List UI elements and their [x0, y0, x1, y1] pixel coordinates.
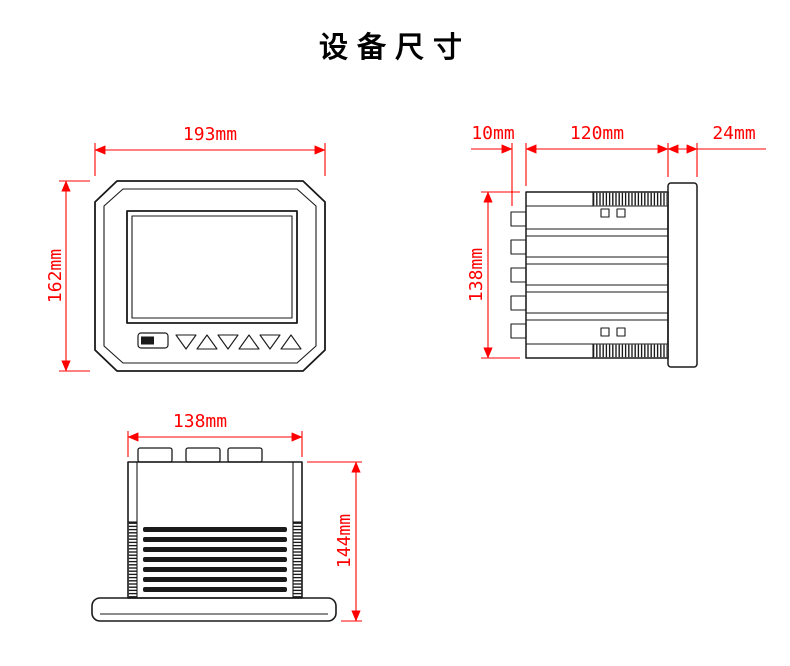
side-terminal	[510, 295, 527, 311]
bottom-side-hatch	[128, 522, 302, 598]
dim-label-bottom-depth: 144mm	[334, 514, 355, 568]
front-button-fill	[141, 336, 154, 345]
front-outer-case	[94, 180, 326, 372]
bottom-connector-tab	[185, 447, 221, 463]
bottom-side-vent	[128, 522, 137, 598]
side-vent-bottom	[593, 344, 667, 358]
front-arrow-button	[238, 334, 260, 350]
front-view	[94, 180, 326, 372]
bottom-vent-bar	[143, 557, 287, 562]
bottom-vent-bar	[143, 577, 287, 582]
dim-label-front-height: 162mm	[45, 249, 66, 303]
side-vent-top	[593, 192, 667, 206]
side-mount-clip	[616, 327, 626, 337]
front-arrow-button	[196, 334, 218, 350]
side-vents	[593, 192, 667, 358]
side-terminal	[510, 323, 527, 339]
bottom-flange	[91, 597, 337, 622]
front-inner-bezel	[103, 188, 317, 364]
front-arrow-button	[175, 334, 197, 350]
dim-label-bottom-width: 138mm	[173, 411, 227, 432]
bottom-connector-tab	[227, 447, 263, 463]
front-power-button	[137, 332, 169, 349]
dim-label-side-body: 120mm	[570, 123, 624, 144]
dim-label-side-height: 138mm	[466, 248, 487, 302]
dimension-labels: 193mm 162mm 10mm 120mm 24mm 138mm 138mm …	[45, 123, 756, 568]
side-terminal	[510, 267, 527, 283]
bottom-view	[91, 447, 337, 622]
front-power-led	[141, 336, 154, 345]
side-view	[510, 182, 698, 368]
bottom-vent-bar	[143, 587, 287, 592]
side-terminal	[510, 239, 527, 255]
side-mount-clip	[600, 208, 610, 218]
page-title: 设备尺寸	[318, 30, 471, 64]
side-terminal	[510, 211, 527, 227]
bottom-vent-bar	[143, 547, 287, 552]
bottom-side-vent	[293, 522, 302, 598]
dim-label-side-bezel: 24mm	[712, 123, 755, 144]
side-body	[525, 191, 669, 359]
bottom-vent-bar	[143, 527, 287, 532]
side-front-bezel	[667, 182, 698, 368]
dimension-lines	[59, 143, 766, 622]
front-arrow-button	[259, 334, 281, 350]
bottom-vent-bar	[143, 537, 287, 542]
side-mount-clip	[600, 327, 610, 337]
bottom-vent-bars	[143, 527, 287, 592]
front-screen-inner	[131, 215, 293, 319]
dim-label-side-terminal: 10mm	[471, 123, 514, 144]
side-mount-clip	[616, 208, 626, 218]
front-screen	[126, 210, 298, 324]
bottom-vent-bar	[143, 567, 287, 572]
bottom-connector-tab	[137, 447, 173, 463]
dim-label-front-width: 193mm	[183, 124, 237, 145]
front-arrow-button	[217, 334, 239, 350]
front-arrow-button	[280, 334, 302, 350]
